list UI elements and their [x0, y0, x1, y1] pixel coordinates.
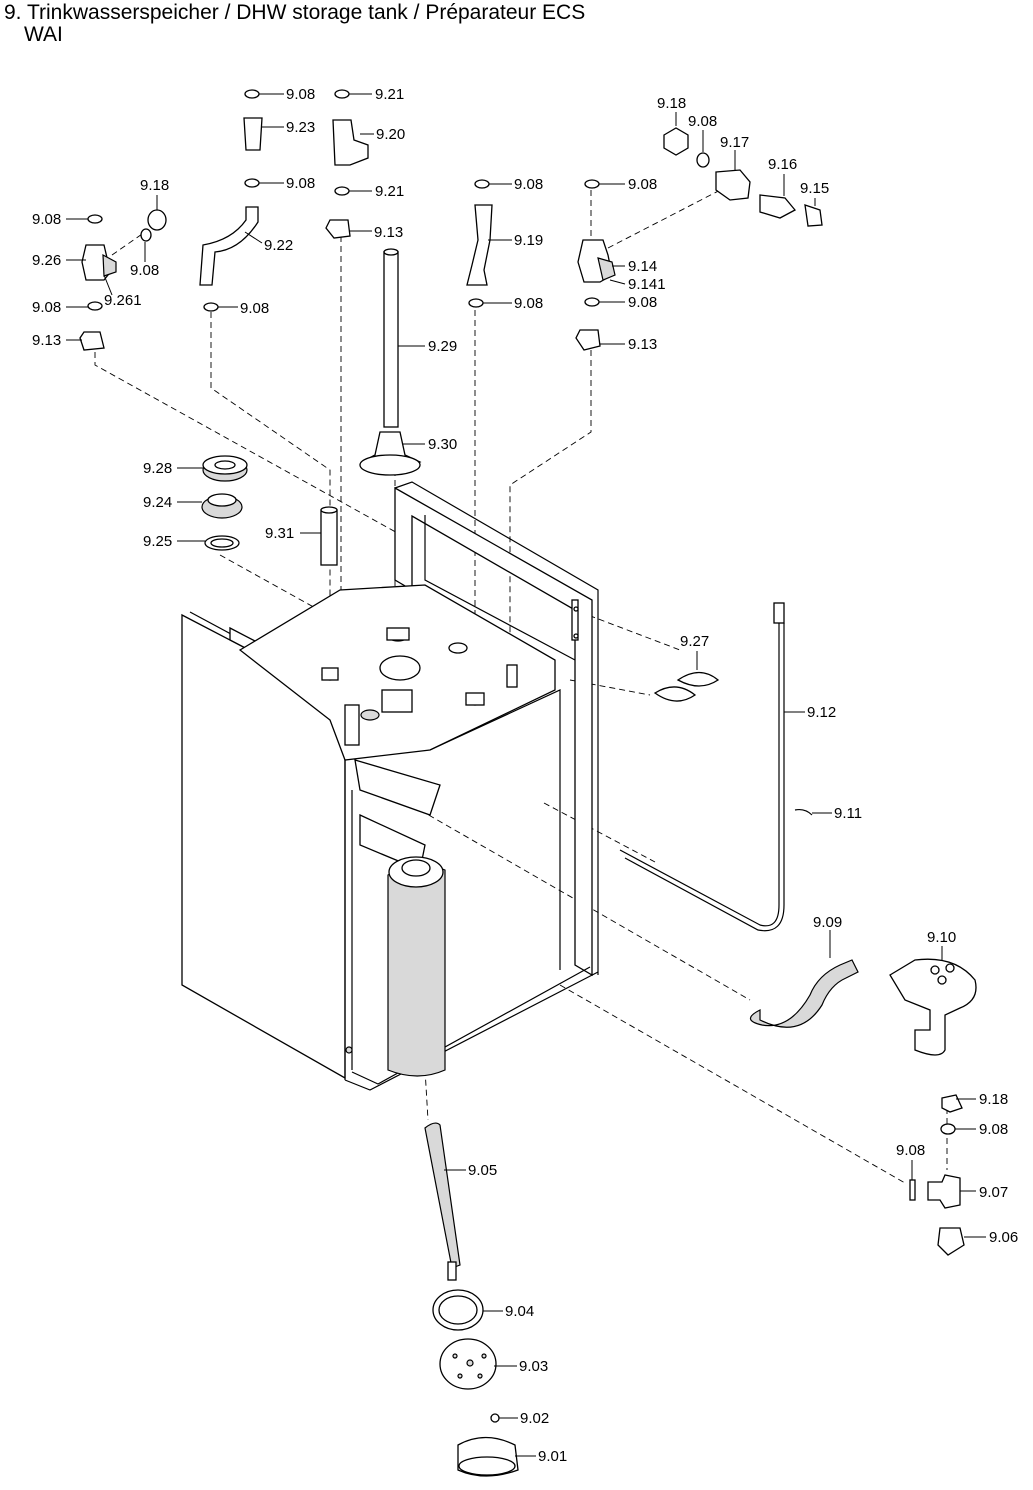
label-9-20: 9.20	[376, 126, 405, 143]
part-9-20-valve	[325, 89, 369, 239]
part-9-07-tee	[909, 1094, 965, 1256]
part-9-24-nipple	[201, 493, 243, 519]
label-9-03: 9.03	[519, 1358, 548, 1375]
label-9-17: 9.17	[720, 134, 749, 151]
label-9-08: 9.08	[896, 1142, 925, 1159]
part-9-02-screw	[490, 1413, 500, 1423]
label-9-09: 9.09	[813, 914, 842, 931]
part-9-19-pipe	[466, 179, 493, 308]
label-9-08: 9.08	[32, 211, 61, 228]
label-9-18: 9.18	[140, 177, 169, 194]
part-9-10-siphon	[889, 958, 977, 1056]
part-9-31-sleeve	[320, 506, 338, 566]
label-9-08: 9.08	[979, 1121, 1008, 1138]
label-9-04: 9.04	[505, 1303, 534, 1320]
title-line-1: 9. Trinkwasserspeicher / DHW storage tan…	[4, 1, 586, 24]
label-9-08: 9.08	[32, 299, 61, 316]
label-9-141: 9.141	[628, 276, 666, 293]
label-9-10: 9.10	[927, 929, 956, 946]
label-9-01: 9.01	[538, 1448, 567, 1465]
label-9-28: 9.28	[143, 460, 172, 477]
label-9-25: 9.25	[143, 533, 172, 550]
label-9-14: 9.14	[628, 258, 657, 275]
label-9-30: 9.30	[428, 436, 457, 453]
label-9-27: 9.27	[680, 633, 709, 650]
label-9-08: 9.08	[628, 176, 657, 193]
label-9-08: 9.08	[240, 300, 269, 317]
label-9-21: 9.21	[375, 86, 404, 103]
label-9-08: 9.08	[514, 176, 543, 193]
label-9-07: 9.07	[979, 1184, 1008, 1201]
part-9-30-funnel	[359, 431, 422, 476]
label-9-08: 9.08	[688, 113, 717, 130]
part-9-29-tube	[383, 248, 399, 428]
label-9-08: 9.08	[286, 175, 315, 192]
label-9-16: 9.16	[768, 156, 797, 173]
label-9-24: 9.24	[143, 494, 172, 511]
diagram-title: 9. Trinkwasserspeicher / DHW storage tan…	[4, 2, 585, 46]
label-9-08: 9.08	[628, 294, 657, 311]
part-9-09-hose	[749, 959, 859, 1028]
part-9-11-clip	[794, 808, 813, 816]
label-9-29: 9.29	[428, 338, 457, 355]
label-9-06: 9.06	[989, 1229, 1018, 1246]
label-9-22: 9.22	[264, 237, 293, 254]
label-9-26: 9.26	[32, 252, 61, 269]
label-9-31: 9.31	[265, 525, 294, 542]
part-9-22-pipe	[199, 89, 263, 312]
storage-tank-cabinet	[181, 481, 599, 1091]
part-9-12-sensor-cable	[619, 602, 785, 932]
label-9-18: 9.18	[657, 95, 686, 112]
leader-lines	[66, 93, 986, 1457]
label-9-05: 9.05	[468, 1162, 497, 1179]
part-9-04-gasket	[432, 1289, 484, 1331]
label-9-18: 9.18	[979, 1091, 1008, 1108]
part-9-14-group	[575, 127, 823, 351]
part-9-05-anode	[424, 1122, 461, 1281]
label-9-21: 9.21	[375, 183, 404, 200]
title-line-2: WAI	[24, 23, 63, 46]
part-9-26-group	[79, 209, 167, 351]
label-9-08: 9.08	[514, 295, 543, 312]
part-9-01-cover	[457, 1436, 519, 1477]
label-9-12: 9.12	[807, 704, 836, 721]
part-9-28-cap	[202, 455, 248, 482]
label-9-261: 9.261	[104, 292, 142, 309]
label-9-19: 9.19	[514, 232, 543, 249]
label-9-15: 9.15	[800, 180, 829, 197]
label-9-11: 9.11	[834, 805, 862, 822]
label-9-13: 9.13	[628, 336, 657, 353]
part-labels: 9.18 9.08 9.26 9.08 9.261 9.08 9.13 9.08…	[32, 86, 1018, 1465]
label-9-02: 9.02	[520, 1410, 549, 1427]
label-9-13: 9.13	[32, 332, 61, 349]
part-9-25-ring	[204, 535, 240, 551]
part-9-27-clips	[653, 671, 720, 702]
label-9-08: 9.08	[286, 86, 315, 103]
label-9-08: 9.08	[130, 262, 159, 279]
part-9-03-flange	[439, 1338, 497, 1390]
label-9-13: 9.13	[374, 224, 403, 241]
label-9-23: 9.23	[286, 119, 315, 136]
